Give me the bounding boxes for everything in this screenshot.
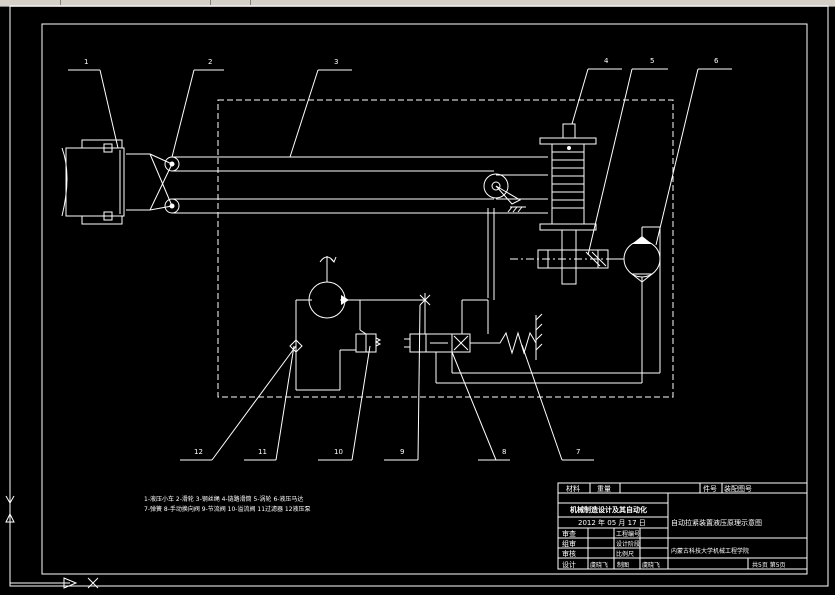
legend-line-1: 1-液压小车 2-滑轮 3-钢丝绳 4-链路滑筒 5-涡轮 6-液压马达 [144,495,303,503]
drawing-title: 自动拉紧装置液压原理示意图 [671,518,762,527]
callout-10: 10 [334,448,343,456]
callout-2: 2 [208,58,212,66]
toolbar-segment [60,0,211,5]
hydraulic-car [61,139,150,225]
relief-valve [355,329,382,353]
title-block [557,482,808,570]
callout-9: 9 [400,448,404,456]
hydraulic-lines [295,208,661,391]
ucs-icon [5,490,99,589]
hydraulic-motor [608,227,661,290]
callout-labels: 1 2 3 4 5 6 7 8 9 10 11 12 [84,57,719,456]
course-title: 机械制造设计及其自动化 [570,505,647,514]
material-label: 材料 [566,484,580,493]
manual-directional-valve [404,333,471,353]
spring [470,313,543,360]
row-label-group-review: 组审 [562,539,576,548]
row-label-review: 审查 [562,529,576,538]
outer-frame [9,5,829,587]
inner-frame [41,23,808,575]
parts-legend: 1-液压小车 2-滑轮 3-钢丝绳 4-链路滑筒 5-涡轮 6-液压马达 7-弹… [144,495,311,513]
drawing-number-label: 装配图号 [724,484,752,493]
school-name: 内蒙古科技大学机械工程学院 [671,547,749,555]
date: 2012 年 05 月 17 日 [578,518,646,527]
row-label-design: 设计 [562,560,576,569]
pulley-pair [149,153,180,214]
callout-3: 3 [334,58,338,66]
scale-label: 比例尺 [616,550,634,558]
designer-name: 虞晓飞 [590,561,608,569]
winding-drum [539,123,597,285]
callout-4: 4 [604,57,609,65]
callout-1: 1 [84,58,88,66]
toolbar-segment [210,0,251,5]
weight-label: 重量 [597,485,611,493]
worm-gear [510,249,620,269]
sheet-info: 共5页 第5页 [752,561,786,569]
drawing-label: 制图 [617,561,629,569]
project-number-label: 工程编号 [616,530,640,538]
design-stage-label: 设计阶段 [616,540,640,548]
callout-8: 8 [502,448,506,456]
callout-7: 7 [576,448,580,456]
callout-11: 11 [258,448,267,456]
callout-12: 12 [194,448,203,456]
title-block-text: 材料 重量 件号 装配图号 机械制造设计及其自动化 2012 年 05 月 17… [562,484,786,569]
hydraulic-pump [308,256,349,319]
row-label-audit: 审核 [562,549,576,558]
callout-5: 5 [650,57,654,65]
callout-6: 6 [714,57,719,65]
system-boundary [217,99,674,398]
toolbar-segment [0,0,61,5]
piece-number-label: 件号 [703,484,717,493]
throttle-valve [419,293,431,307]
tension-pulley [483,173,526,213]
filter [289,339,303,353]
legend-line-2: 7-弹簧 8-手动换向阀 9-节流阀 10-溢流阀 11过滤器 12液压泵 [144,505,311,513]
callout-leaders [68,68,732,461]
wire-rope [172,156,548,214]
drafter-name: 虞晓飞 [642,561,660,569]
